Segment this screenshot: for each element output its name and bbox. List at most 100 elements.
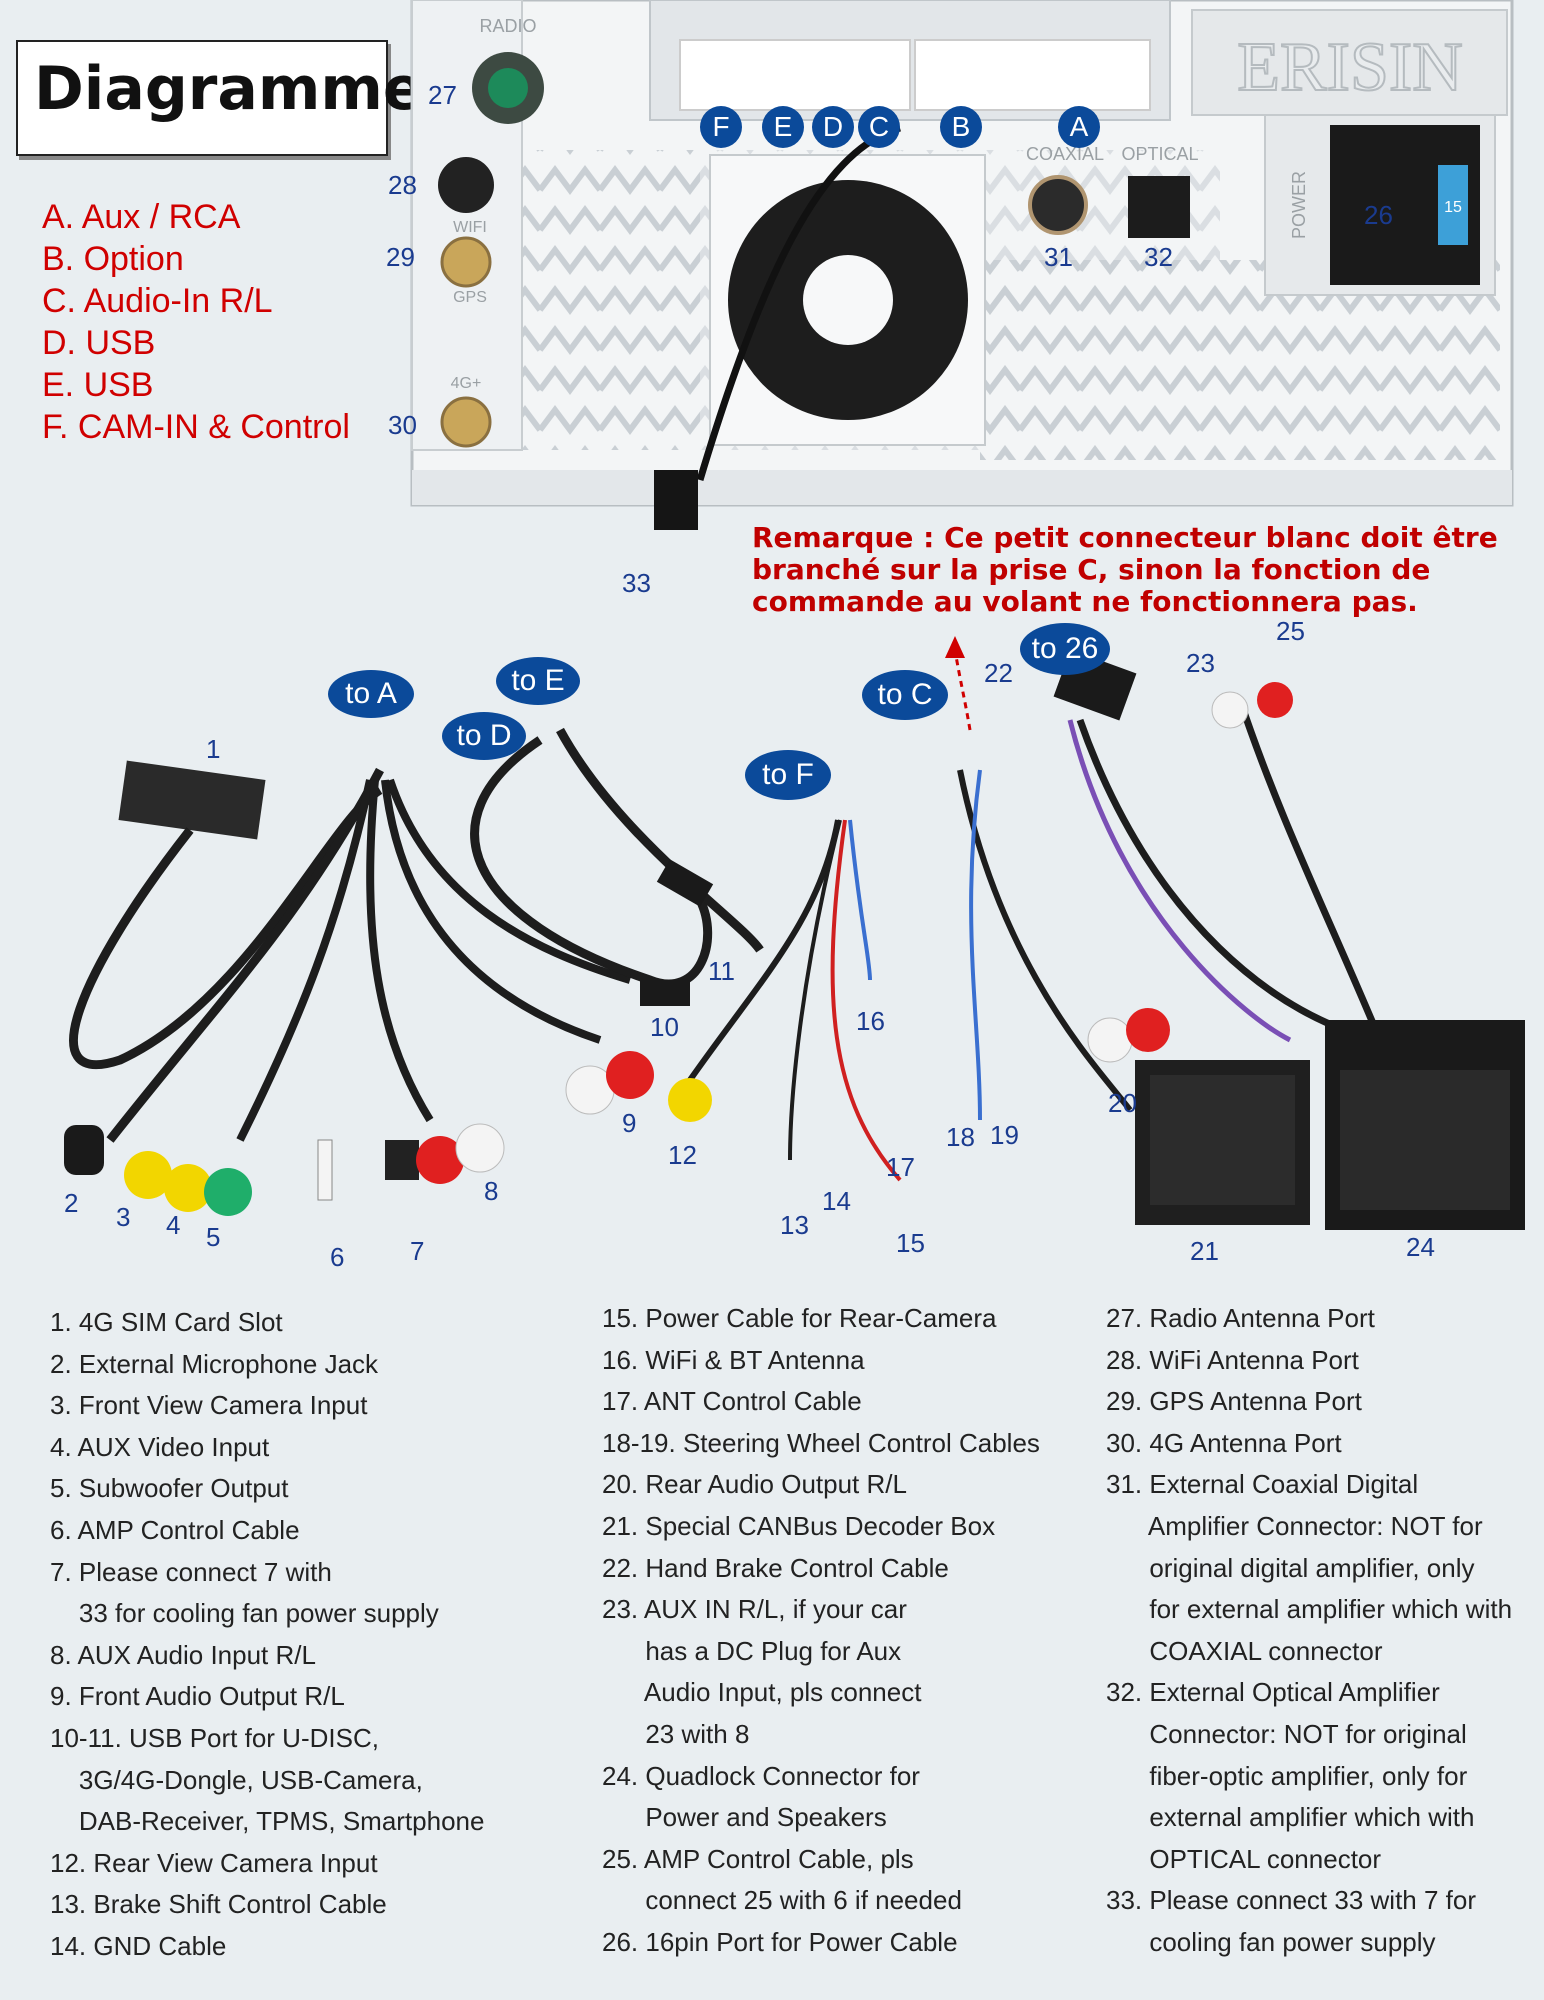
legend-item: 3G/4G-Dongle, USB-Camera, xyxy=(50,1764,423,1795)
rca-white-20 xyxy=(1087,1017,1133,1063)
label-2: 2 xyxy=(64,1188,79,1218)
label-28: 28 xyxy=(388,170,417,200)
sim-card-slot xyxy=(118,760,266,840)
wifi-label: WIFI xyxy=(453,219,487,236)
label-11: 11 xyxy=(708,956,735,986)
bubble-to-c: to C xyxy=(862,670,948,720)
plug-letter-e: E xyxy=(762,106,804,148)
coaxial-label: COAXIAL xyxy=(1026,144,1104,164)
label-22: 22 xyxy=(984,658,1013,688)
connector-e: E. USB xyxy=(42,366,154,404)
connector-f: F. CAM-IN & Control xyxy=(42,408,350,446)
rca-yellow-12 xyxy=(668,1078,712,1122)
legend-item: Connector: NOT for original xyxy=(1106,1718,1467,1749)
plug-letter-b: B xyxy=(940,106,982,148)
label-32: 32 xyxy=(1144,242,1173,272)
connector-c: C. Audio-In R/L xyxy=(42,282,273,320)
bubble-to-a: to A xyxy=(328,670,414,718)
legend-item: 8. AUX Audio Input R/L xyxy=(50,1639,316,1670)
label-31: 31 xyxy=(1044,242,1073,272)
legend-item: 14. GND Cable xyxy=(50,1930,227,1961)
label-8: 8 xyxy=(484,1176,499,1206)
connector-block-fedc xyxy=(679,39,911,111)
legend-item: fiber-optic amplifier, only for xyxy=(1106,1760,1468,1791)
legend-item: 23. AUX IN R/L, if your car xyxy=(602,1594,907,1625)
label-16: 16 xyxy=(856,1006,885,1036)
label-5: 5 xyxy=(206,1222,221,1252)
label-27: 27 xyxy=(428,80,457,110)
legend-item: 23 with 8 xyxy=(602,1718,750,1749)
legend-item: 9. Front Audio Output R/L xyxy=(50,1681,345,1712)
mic-jack-2 xyxy=(64,1125,104,1175)
rca-yellow-4 xyxy=(164,1164,212,1212)
optical-label: OPTICAL xyxy=(1121,144,1198,164)
optical-port xyxy=(1128,176,1190,238)
remark-note: Remarque : Ce petit connecteur blanc doi… xyxy=(752,522,1498,618)
label-18: 18 xyxy=(946,1122,975,1152)
legend-item: 4. AUX Video Input xyxy=(50,1431,270,1462)
legend-item: 16. WiFi & BT Antenna xyxy=(602,1344,865,1375)
label-4: 4 xyxy=(166,1210,181,1240)
fuse xyxy=(1438,165,1468,245)
title-box: Diagramme xyxy=(16,40,424,156)
legend-item: 13. Brake Shift Control Cable xyxy=(50,1889,387,1920)
label-26: 26 xyxy=(1364,200,1393,230)
legend-item: 26. 16pin Port for Power Cable xyxy=(602,1926,958,1957)
fuse-label: 15 xyxy=(1444,199,1462,216)
legend-column-3: 27. Radio Antenna Port 28. WiFi Antenna … xyxy=(1106,1298,1512,1964)
wifi-antenna-port xyxy=(438,157,494,213)
cable-harness-illustration xyxy=(64,636,1525,1230)
label-15: 15 xyxy=(896,1228,925,1258)
usb-port-10 xyxy=(640,980,690,1006)
label-6: 6 xyxy=(330,1242,345,1272)
bubble-to-f: to F xyxy=(745,750,831,800)
legend-item: 33. Please connect 33 with 7 for xyxy=(1106,1885,1477,1916)
legend-item: 29. GPS Antenna Port xyxy=(1106,1386,1362,1417)
legend-item: 30. 4G Antenna Port xyxy=(1106,1427,1342,1458)
power-label: POWER xyxy=(1289,171,1309,239)
head-unit-rear-panel: ERISIN RADIO WIFI GPS 4G+ COAXIAL OPTICA… xyxy=(410,0,1514,530)
plug-letter-a: A xyxy=(1058,106,1100,148)
legend-item: 5. Subwoofer Output xyxy=(50,1473,289,1504)
rca-yellow-3 xyxy=(124,1151,172,1199)
legend-item: 33 for cooling fan power supply xyxy=(50,1598,439,1629)
connector-d: D. USB xyxy=(42,324,156,362)
legend-item: Amplifier Connector: NOT for xyxy=(1106,1510,1483,1541)
remark-line-3: commande au volant ne fonctionnera pas. xyxy=(752,585,1418,618)
legend-column-2: 15. Power Cable for Rear-Camera 16. WiFi… xyxy=(602,1298,1040,1964)
legend-item: 17. ANT Control Cable xyxy=(602,1386,862,1417)
legend-column-1: 1. 4G SIM Card Slot 2. External Micropho… xyxy=(50,1302,484,1968)
legend-item: Power and Speakers xyxy=(602,1802,887,1833)
bubble-to-e: to E xyxy=(496,657,580,705)
legend-item: 31. External Coaxial Digital xyxy=(1106,1469,1419,1500)
rca-red-20 xyxy=(1126,1008,1170,1052)
label-7: 7 xyxy=(410,1236,425,1266)
legend-item: 27. Radio Antenna Port xyxy=(1106,1303,1375,1333)
rca-green-5 xyxy=(204,1168,252,1216)
brand-logo: ERISIN xyxy=(1237,29,1463,106)
legend-item: DAB-Receiver, TPMS, Smartphone xyxy=(50,1806,485,1837)
label-25: 25 xyxy=(1276,616,1305,646)
label-21: 21 xyxy=(1190,1236,1219,1266)
label-14: 14 xyxy=(822,1186,851,1216)
legend-item: 32. External Optical Amplifier xyxy=(1106,1677,1440,1708)
label-12: 12 xyxy=(668,1140,697,1170)
legend-item: cooling fan power supply xyxy=(1106,1926,1436,1957)
bubble-to-26: to 26 xyxy=(1020,623,1110,675)
legend-item: external amplifier which with xyxy=(1106,1802,1475,1833)
legend-item: Audio Input, pls connect xyxy=(602,1677,922,1708)
rca-white-8 xyxy=(455,1123,505,1173)
rca-red-8 xyxy=(416,1136,464,1184)
legend-item: 25. AMP Control Cable, pls xyxy=(602,1843,914,1874)
gps-antenna-port xyxy=(440,236,492,288)
bubble-to-d: to D xyxy=(442,712,526,760)
legend-item: OPTICAL connector xyxy=(1106,1843,1382,1874)
legend-item: COAXIAL connector xyxy=(1106,1635,1383,1666)
legend-item: 3. Front View Camera Input xyxy=(50,1390,368,1421)
usb-port-11 xyxy=(656,859,714,907)
legend-item: 15. Power Cable for Rear-Camera xyxy=(602,1303,997,1333)
label-17: 17 xyxy=(886,1152,915,1182)
connector-b: B. Option xyxy=(42,240,184,278)
legend-item: has a DC Plug for Aux xyxy=(602,1635,902,1666)
coaxial-port xyxy=(1028,175,1088,235)
